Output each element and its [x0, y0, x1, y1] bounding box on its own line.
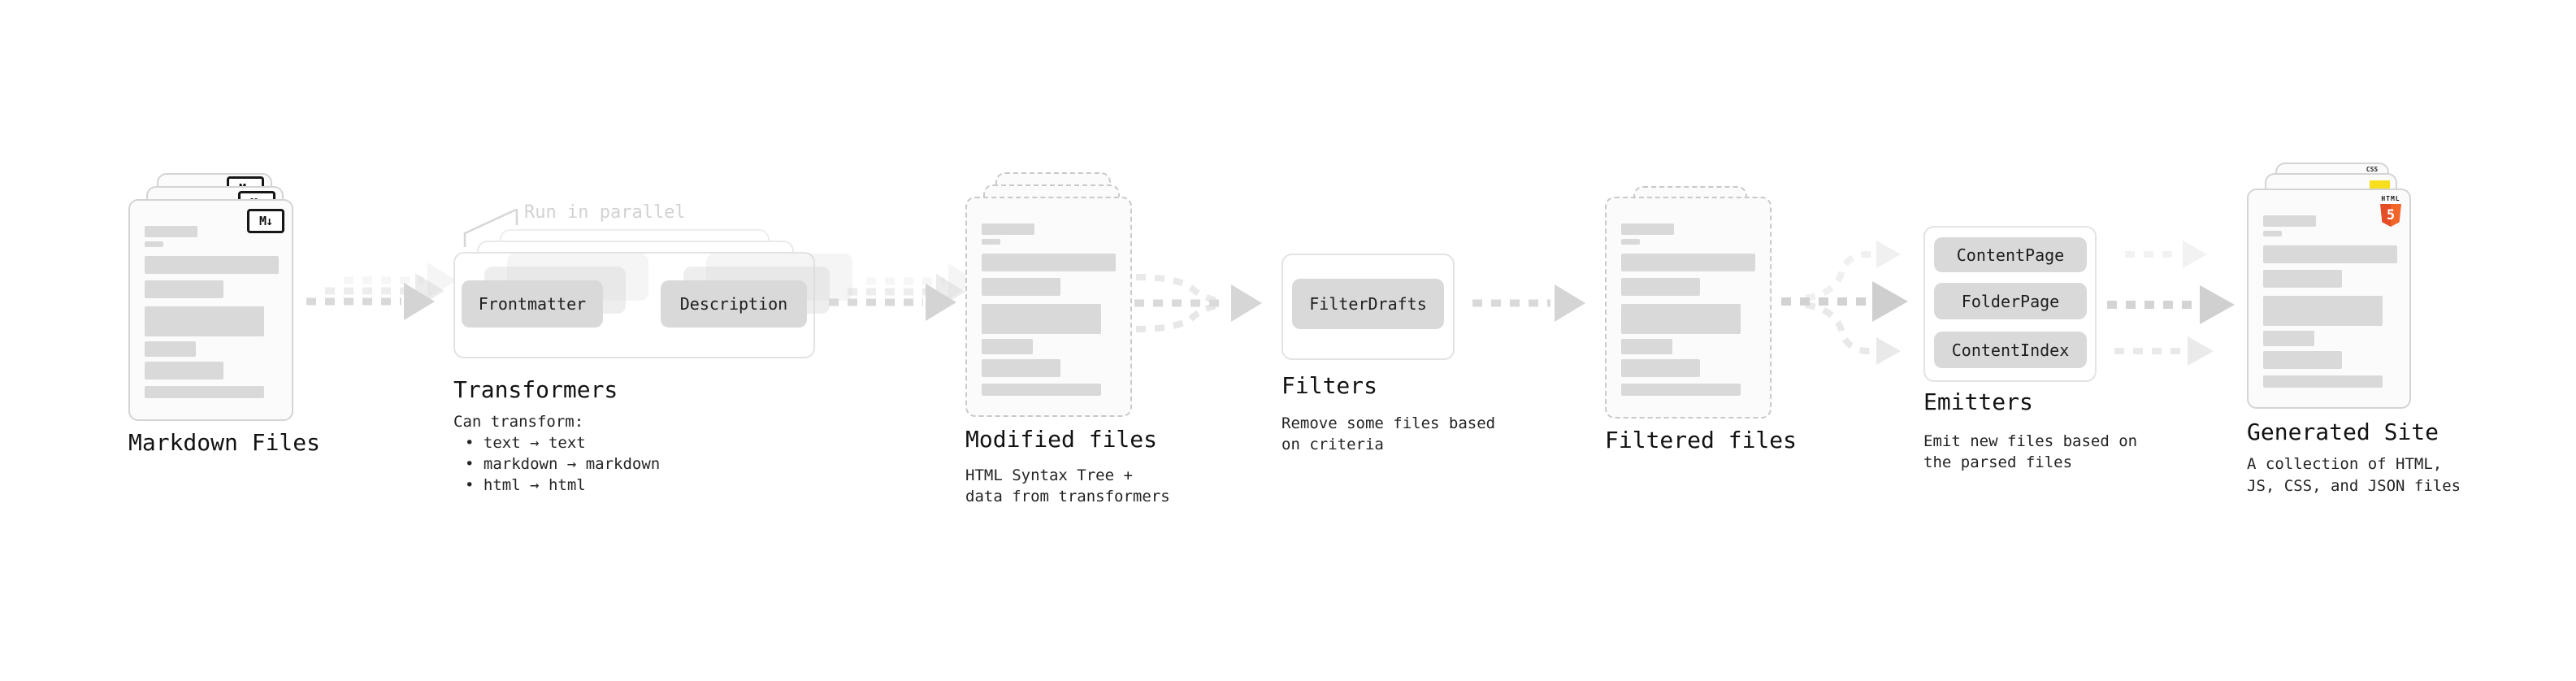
transformers-bullet: • text → text	[465, 434, 586, 452]
modified-desc-line: HTML Syntax Tree +	[965, 466, 1133, 484]
text-line-placeholder	[2263, 215, 2316, 227]
arrow-filters-to-filtered	[1472, 284, 1585, 322]
text-line-placeholder	[145, 386, 264, 398]
text-line-placeholder	[2263, 375, 2383, 388]
css-icon-label: CSS	[2366, 166, 2379, 173]
file-content-placeholder	[2249, 215, 2409, 388]
stage-title-markdown-files: Markdown Files	[128, 429, 321, 456]
stage-desc-generated-site: A collection of HTML, JS, CSS, and JSON …	[2247, 453, 2461, 497]
filters-desc-line: on criteria	[1281, 436, 1384, 453]
stage-title-emitters: Emitters	[1923, 388, 2033, 415]
folder-page-node: FolderPage	[1934, 283, 2087, 319]
description-label: Description	[679, 294, 788, 314]
text-line-placeholder	[982, 304, 1101, 334]
text-line-placeholder	[982, 339, 1033, 354]
stage-title-filters: Filters	[1281, 372, 1378, 399]
file-content-placeholder	[1607, 223, 1770, 396]
markdown-icon-label: M↓	[258, 214, 273, 228]
text-line-placeholder	[2263, 245, 2397, 263]
arrow-transformers-to-modified	[829, 263, 978, 321]
stage-title-generated-site: Generated Site	[2247, 419, 2439, 445]
text-line-placeholder	[1621, 239, 1640, 245]
filter-drafts-label: FilterDrafts	[1309, 294, 1427, 314]
filter-drafts-node: FilterDrafts	[1292, 279, 1444, 329]
emitters-desc-line: Emit new files based on	[1923, 432, 2138, 450]
text-line-placeholder	[2263, 331, 2314, 346]
frontmatter-node: Frontmatter	[462, 280, 603, 327]
content-index-node: ContentIndex	[1934, 332, 2087, 368]
stage-title-modified-files: Modified files	[965, 426, 1158, 453]
arrow-filtered-to-emitters	[1781, 241, 1908, 365]
text-line-placeholder	[2263, 296, 2383, 326]
text-line-placeholder	[145, 341, 196, 357]
text-line-placeholder	[982, 384, 1101, 396]
modified-desc-line: data from transformers	[965, 488, 1170, 505]
text-line-placeholder	[145, 256, 279, 274]
text-line-placeholder	[982, 223, 1034, 235]
text-line-placeholder	[2263, 231, 2282, 236]
text-line-placeholder	[145, 241, 163, 247]
text-line-placeholder	[1621, 359, 1700, 377]
modified-file-card-front	[965, 197, 1132, 417]
text-line-placeholder	[1621, 339, 1672, 354]
text-line-placeholder	[2263, 270, 2342, 288]
folder-page-label: FolderPage	[1961, 291, 2060, 311]
text-line-placeholder	[145, 306, 264, 336]
text-line-placeholder	[1621, 223, 1674, 235]
filters-desc-line: Remove some files based	[1281, 414, 1496, 432]
transformers-desc-heading: Can transform:	[453, 413, 584, 431]
text-line-placeholder	[145, 226, 197, 237]
generated-file-card-front: HTML 5	[2247, 189, 2411, 409]
stage-title-transformers: Transformers	[453, 376, 618, 403]
generated-desc-line: JS, CSS, and JSON files	[2247, 477, 2461, 495]
stage-desc-transformers: Can transform: • text → text • markdown …	[453, 411, 660, 496]
html5-icon: HTML 5	[2380, 195, 2401, 227]
frontmatter-label: Frontmatter	[478, 294, 587, 314]
filtered-file-card-front	[1605, 197, 1772, 419]
content-page-node: ContentPage	[1934, 237, 2087, 272]
text-line-placeholder	[1621, 304, 1741, 334]
stage-desc-modified-files: HTML Syntax Tree + data from transformer…	[965, 465, 1170, 507]
arrow-markdown-to-transformers	[306, 262, 457, 320]
markdown-file-card-front: M↓	[128, 199, 293, 421]
arrow-emitters-to-generated	[2107, 241, 2235, 366]
text-line-placeholder	[982, 254, 1116, 271]
text-line-placeholder	[982, 278, 1060, 296]
text-line-placeholder	[2263, 351, 2342, 369]
file-content-placeholder	[130, 226, 292, 398]
text-line-placeholder	[145, 362, 223, 380]
html5-icon-label: HTML	[2381, 195, 2400, 202]
html5-shield: 5	[2380, 204, 2401, 227]
content-page-label: ContentPage	[1956, 245, 2065, 265]
text-line-placeholder	[1621, 254, 1755, 271]
text-line-placeholder	[982, 239, 1000, 245]
arrow-modified-to-filters	[1134, 274, 1262, 332]
run-in-parallel-note: Run in parallel	[524, 202, 686, 223]
html5-shield-number: 5	[2386, 207, 2396, 223]
description-node: Description	[661, 280, 807, 327]
stage-desc-filters: Remove some files based on criteria	[1281, 413, 1495, 455]
text-line-placeholder	[1621, 278, 1700, 296]
text-line-placeholder	[145, 280, 223, 298]
text-line-placeholder	[982, 359, 1060, 377]
transformers-bullet: • html → html	[465, 476, 586, 494]
transformers-bullet: • markdown → markdown	[465, 455, 661, 473]
file-content-placeholder	[967, 223, 1130, 396]
run-in-parallel-leader-line	[463, 208, 518, 247]
text-line-placeholder	[1621, 384, 1741, 396]
markdown-icon: M↓	[247, 209, 284, 233]
generated-desc-line: A collection of HTML,	[2247, 455, 2443, 473]
stage-title-filtered-files: Filtered files	[1605, 427, 1798, 453]
emitters-desc-line: the parsed files	[1923, 453, 2073, 471]
content-index-label: ContentIndex	[1951, 340, 2070, 360]
stage-desc-emitters: Emit new files based on the parsed files	[1923, 431, 2137, 473]
